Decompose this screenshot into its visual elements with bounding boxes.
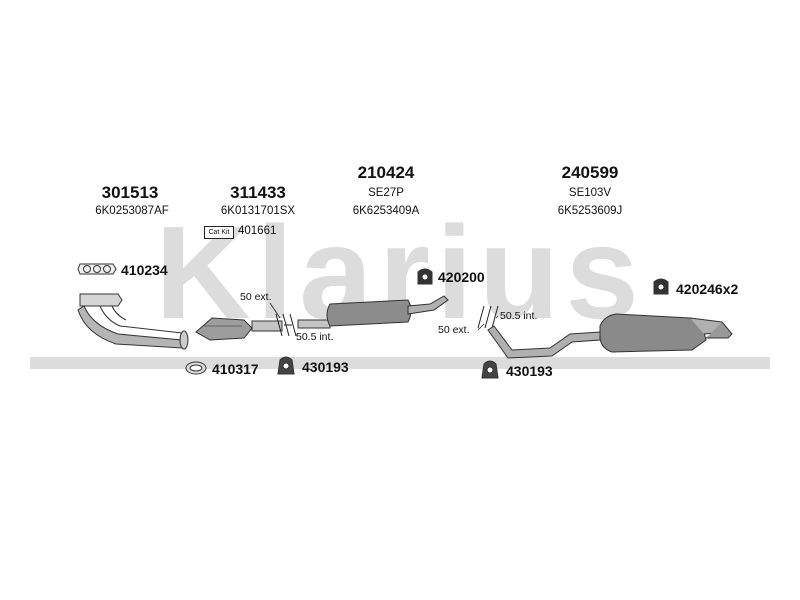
rear-silencer-part-number: 240599 [561, 163, 619, 182]
middle-silencer-oem-number: 6K6253409A [352, 205, 420, 217]
front-mount-number: 430193 [302, 359, 349, 375]
front-joint-ext-note: 50 ext. [240, 291, 272, 303]
rear-mount-number: 430193 [506, 363, 553, 379]
watermark-underline [30, 357, 770, 369]
exhaust-manifold-icon [77, 293, 189, 350]
ring-gasket-number: 410317 [212, 361, 259, 377]
front-joint-marker [275, 313, 297, 337]
middle-silencer-icon [297, 295, 449, 329]
middle-hanger-number: 420200 [438, 269, 485, 285]
catalyst-part-number: 311433 [230, 183, 286, 202]
manifold-oem-number: 6K0253087AF [95, 205, 169, 217]
ring-gasket-icon [185, 361, 207, 375]
front-joint-int-note: 50.5 int. [296, 331, 334, 343]
rubber-mount-rear-icon [481, 360, 499, 379]
rear-hanger-number: 420246x2 [676, 281, 739, 297]
leader-lines [269, 302, 499, 336]
rubber-hanger-middle-icon [417, 268, 433, 285]
rubber-hanger-rear-icon [653, 278, 669, 295]
cat-kit-number: 401661 [238, 225, 277, 237]
manifold-gasket-icon [77, 263, 117, 275]
rear-silencer-oem-number: 6K5253609J [557, 205, 623, 217]
rubber-mount-front-icon [277, 356, 295, 375]
manifold-part-number: 301513 [101, 183, 159, 202]
catalytic-converter-icon [195, 317, 283, 341]
rear-joint-ext-note: 50 ext. [438, 324, 470, 336]
rear-joint-int-note: 50.5 int. [500, 310, 538, 322]
middle-silencer-code: SE27P [368, 187, 404, 199]
rear-silencer-icon [487, 313, 733, 359]
catalyst-oem-number: 6K0131701SX [220, 205, 296, 217]
rear-joint-marker [477, 305, 499, 329]
cat-kit-tag: Cat Kit [204, 226, 234, 239]
manifold-gasket-number: 410234 [121, 262, 168, 278]
middle-silencer-part-number: 210424 [357, 163, 415, 182]
rear-silencer-code: SE103V [568, 187, 612, 199]
